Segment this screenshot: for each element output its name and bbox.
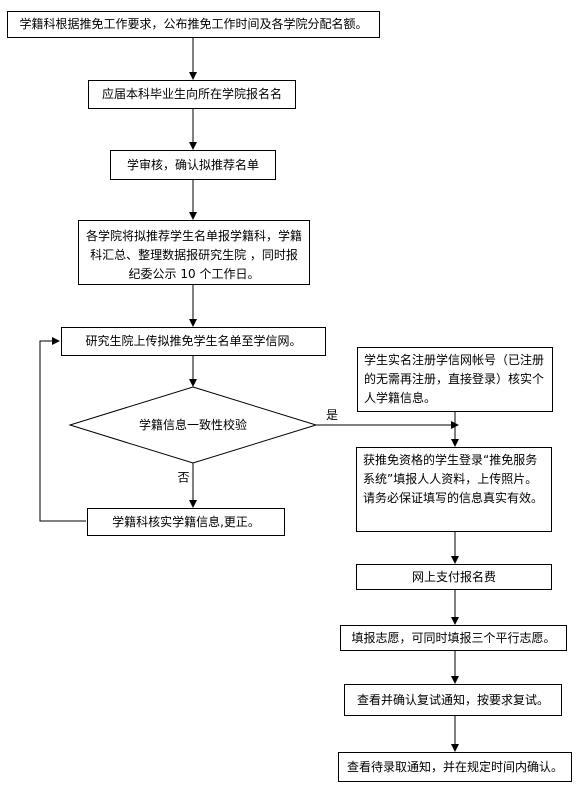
yes-label: 是 (326, 408, 339, 422)
step-retest-notice: 查看并确认复试通知，按要求复试。 (344, 684, 562, 716)
step-upload-chsi: 研究生院上传拟推免学生名单至学信网。 (61, 327, 326, 356)
decision-label: 学籍信息一致性校验 (138, 418, 247, 432)
step-pay-fee: 网上支付报名费 (356, 564, 552, 590)
step-fill-choices: 填报志愿，可同时填报三个平行志愿。 (340, 625, 567, 651)
step-register-chsi: 学生实名注册学信网帐号（已注册的无需再注册，直接登录）核实个人学籍信息。 (357, 347, 553, 412)
arrow-fix-loop (39, 337, 86, 522)
step-confirm-list: 学审核，确认拟推荐名单 (110, 150, 276, 180)
no-label: 否 (176, 471, 190, 483)
step-admission-confirm: 查看待录取通知，并在规定时间内确认。 (338, 752, 572, 782)
step-submit-list: 各学院将拟推荐学生名单报学籍科，学籍科汇总、整理数据报研究生院 ，同时报纪委公示… (78, 220, 310, 285)
step-fix-info: 学籍科核实学籍信息,更正。 (87, 508, 285, 536)
step-student-apply: 应届本科毕业生向所在学院报名名 (88, 80, 296, 109)
decision-diamond (68, 386, 318, 464)
step-publish-quota: 学籍科根据推免工作要求，公布推免工作时间及各学院分配名额。 (7, 11, 380, 38)
step-fill-info: 获推免资格的学生登录“推免服务系统”填报人人资料，上传照片。请务必保证填写的信息… (356, 447, 552, 532)
